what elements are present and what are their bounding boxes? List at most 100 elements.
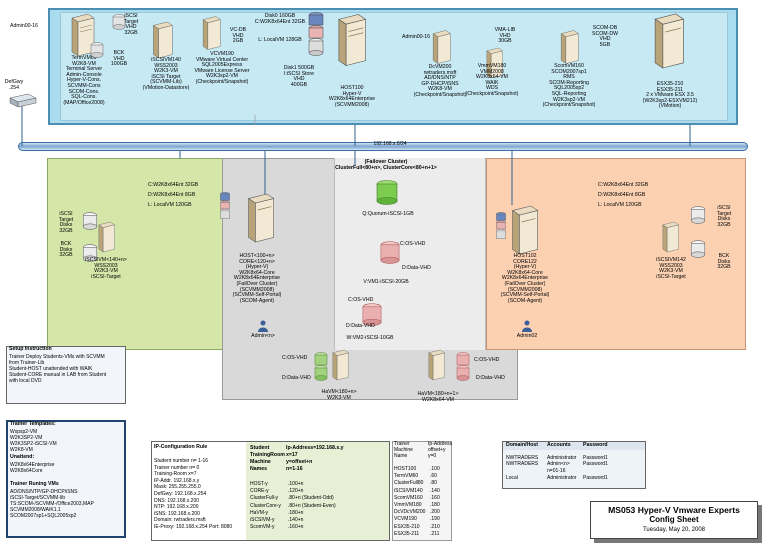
vm1-disk-icon: [380, 241, 400, 264]
server-icon: [338, 14, 367, 67]
havm-disk-icon: [314, 352, 328, 381]
vm2-label: W:VM2-iSCSI-10GB: [346, 335, 394, 341]
havm-disk-icon: [456, 352, 470, 381]
unattend-body: W2K8x64Enterprise W2K8x64Core: [10, 462, 55, 474]
right-iscsi-target-label: iSCSI Target Disks 32GB: [716, 205, 732, 228]
right-disk-info: C:W2K8x64Ent 32GB D:W2K8x64Ent 8GB L: Lo…: [598, 182, 649, 208]
accounts-row-password: Password1: [583, 475, 608, 481]
accounts-row-account: Administrator: [547, 455, 577, 461]
vmalib-vhd-label: VMA-LIB VHD 30GB: [494, 27, 516, 45]
accounts-header-row: [503, 442, 645, 450]
vm2-d-label: D:Data-VHD: [346, 323, 375, 329]
network-bus: [18, 142, 748, 151]
accounts-header-password: Password: [583, 442, 608, 448]
trainer-table-h1: Trainer Machine Name: [394, 441, 413, 459]
admin-left-label: Admin00-16: [10, 23, 38, 29]
bck-disk-icon: [82, 244, 98, 262]
network-label: 192.168.x.0/24: [373, 141, 407, 147]
server-icon: [202, 16, 221, 50]
server-icon: [98, 221, 116, 253]
accounts-row-account: Admin<n>: [547, 461, 570, 467]
offsets-list: .100+n .120+n .80+n (Student-Odd) .80+n …: [288, 481, 336, 531]
left-iscsi-target-label: iSCSI Target Disks 32GB: [58, 211, 74, 234]
student-value: Ip-Address=192.168.x.y: [286, 445, 344, 451]
cluster-title: (Failover Cluster) ClusterFull<80+n>, Cl…: [335, 159, 437, 171]
page-title: MS053 Hyper-V Vmware Experts: [608, 505, 740, 515]
trainer-templates-title: Trainer Templates:: [10, 421, 56, 427]
server-icon: [511, 205, 539, 255]
server-icon: [654, 13, 685, 69]
vc-db-vhd-label: VC-DB VHD 2GB: [229, 27, 247, 45]
left-bck-disks-label: BCK Disks 32GB: [59, 241, 73, 259]
accounts-header-accounts: Accounts: [547, 442, 571, 448]
vm2-disk-icon: [362, 303, 382, 326]
server-icon: [247, 193, 275, 243]
names-label: Names: [250, 466, 268, 472]
running-vms-title: Trainer Runing VMs: [10, 481, 59, 487]
iscsi-target-vhd-label: iSCSI Target VHD 32GB: [123, 13, 139, 36]
iscsi-disk-icon: [82, 212, 98, 230]
accounts-row-account: Administrator: [547, 475, 577, 481]
local-vm-label: L: LocalVM 128GB: [258, 37, 302, 43]
accounts-row-domain: Local: [506, 475, 518, 481]
server-icon: [486, 47, 504, 79]
dcvm-label: DcVM200 rwtraders.msft AD/DNS/NTP GP-DHC…: [413, 64, 467, 98]
accounts-row-account: n=01-16: [547, 468, 566, 474]
router-icon: [9, 93, 37, 108]
right-bck-disks-label: BCK Disks 32GB: [717, 253, 731, 271]
disk-stack-icon: [308, 12, 324, 56]
setup-body: Trainer Deploy Students-VMs with SCVMM f…: [9, 354, 107, 384]
disk-stack-icon: [220, 192, 230, 219]
running-vms-body: AD/DNS/NTP/GP-DHCP/iSNS iSCSI-Target/SCV…: [10, 489, 94, 519]
vm1-d-label: D:Data-VHD: [402, 265, 431, 271]
left-admin-label: Admin<n>: [251, 333, 275, 339]
server-icon: [560, 30, 579, 64]
accounts-row-password: Password1: [583, 461, 608, 467]
title-box: [590, 501, 758, 539]
trainer-table-box: [392, 441, 452, 541]
disk0-label: Disk0 160GB C:W2K8x64Ent 32GB: [254, 13, 306, 25]
admin-right-label: Admin00-16: [402, 34, 430, 40]
bck-disk-icon: [90, 42, 104, 58]
names-list: HOST-y CORE-y ClusterFull-y ClusterCore-…: [250, 481, 281, 531]
havm-b-d-label: D:Data-VHD: [476, 375, 505, 381]
ip-config-student-pane: [246, 442, 389, 540]
scom-vhd-label: SCOM-DB SCOM-DW VHD 5GB: [592, 25, 618, 48]
server-icon: [662, 221, 680, 253]
server-icon: [428, 349, 446, 381]
server-icon: [332, 349, 350, 381]
trainer-table-names: HOST100 TermVM60 ClusterFull80 iSCSIVM14…: [394, 466, 426, 537]
bck-vhd-label: BCK VHD 100GB: [110, 50, 128, 68]
left-host-label: HOST<100+n> CORE<120+n> (Hyper-V) W2K8x6…: [232, 253, 282, 304]
esx-label: ESX35-210 ESX35-211 2 x VMware ESX 3.5 (…: [642, 81, 698, 110]
vcvm-label: VCVM190 VMware Virtual Center SQL2005Exp…: [194, 51, 250, 85]
page-subtitle: Config Sheet: [649, 515, 699, 524]
trainer-templates-body: Wxpsp2-VM W2K3SP2-VM W2K3SP2-iSCSI-VM W2…: [10, 429, 57, 453]
disk-stack-icon: [496, 212, 506, 239]
iscsi-disk-icon: [690, 206, 706, 224]
cluster-panel-inner: [334, 158, 486, 350]
admin-user-icon: [522, 320, 532, 332]
machine-value: y=offset+n: [286, 459, 313, 465]
server-icon: [152, 21, 173, 59]
room-label: TrainingRoom: [250, 452, 285, 458]
bck-disk-icon: [690, 240, 706, 258]
admin-user-icon: [258, 320, 268, 332]
ip-config-left: Student number n= 1-16 Trainer number n=…: [154, 458, 233, 530]
trainer-templates-box: [6, 420, 126, 538]
defgw-label: DefGwy .254: [4, 79, 24, 91]
machine-label: Machine: [250, 459, 271, 465]
havm-b-label: HaVM<180+n+1> W2K8x64-VM: [417, 391, 459, 403]
havm-a-label: HaVM<180+n> W2K3-VM: [321, 389, 357, 401]
accounts-row-domain: NWTRADERS: [506, 455, 539, 461]
quorum-label: Q:Quorum-iSCSI-1GB: [362, 211, 414, 217]
ip-config-title: IP-Configuration Rule: [154, 444, 208, 450]
havm-a-d-label: D:Data-VHD: [282, 375, 311, 381]
host100-label: HOST100 Hyper-V W2K8x64Enterprise (SCVMM…: [328, 85, 376, 108]
scomvm-label: ScomVM160 SCOM2007sp1 RMS SCOM-Reporting…: [542, 63, 596, 109]
vm2-c-label: C:OS-VHD: [348, 297, 374, 303]
setup-box: [6, 346, 126, 404]
right-host-label: HOST102 CORE122 (Hyper-V) W2K8x64-Core W…: [500, 253, 550, 304]
